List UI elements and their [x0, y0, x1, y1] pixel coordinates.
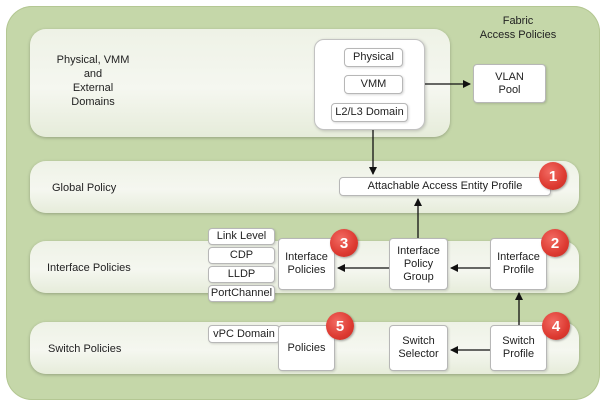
vlan-pool-line-1: VLAN [495, 70, 524, 83]
title-line-2: Access Policies [479, 29, 557, 41]
link-level-box[interactable]: Link Level [208, 228, 275, 245]
badge-3: 3 [330, 229, 358, 257]
policies-box[interactable]: Policies [278, 325, 335, 371]
switch-profile-line-2: Profile [502, 348, 535, 360]
badge-2: 2 [541, 229, 569, 257]
vlan-pool-box[interactable]: VLAN Pool [473, 64, 546, 103]
cdp-box[interactable]: CDP [208, 247, 275, 264]
ipg-line-1: Interface [397, 244, 440, 257]
switch-selector-line-2: Selector [398, 348, 439, 360]
domains-label-line-1: Physical, VMM [56, 54, 130, 66]
badge-1: 1 [539, 162, 567, 190]
switch-selector-line-1: Switch [402, 335, 435, 347]
switch-selector-box[interactable]: Switch Selector [389, 325, 448, 371]
global-policy-label: Global Policy [52, 182, 117, 194]
domains-label-line-3: External [72, 82, 114, 94]
interface-profile-line-1: Interface [497, 251, 540, 263]
ipg-line-3: Group [403, 270, 434, 283]
vlan-pool-line-2: Pool [498, 83, 521, 96]
aaep-box[interactable]: Attachable Access Entity Profile [339, 177, 551, 196]
interface-policies-box[interactable]: Interface Policies [278, 238, 335, 290]
diagram-title: Fabric Access Policies [458, 14, 578, 42]
title-line-1: Fabric [502, 15, 534, 27]
vmm-domain-box[interactable]: VMM [344, 75, 403, 94]
physical-domain-box[interactable]: Physical [344, 48, 403, 67]
interface-profile-box[interactable]: Interface Profile [490, 238, 547, 290]
l2l3-domain-box[interactable]: L2/L3 Domain [331, 103, 408, 122]
interface-policies-line-2: Policies [287, 264, 326, 276]
badge-4: 4 [542, 312, 570, 340]
lldp-box[interactable]: LLDP [208, 266, 275, 283]
switch-policies-label: Switch Policies [48, 343, 122, 355]
switch-profile-box[interactable]: Switch Profile [490, 325, 547, 371]
badge-5: 5 [326, 312, 354, 340]
domains-label-line-4: Domains [71, 96, 115, 108]
domains-band-label: Physical, VMM and External Domains [48, 53, 138, 109]
interface-profile-line-2: Profile [502, 264, 535, 276]
interface-policy-group-box[interactable]: Interface Policy Group [389, 238, 448, 290]
portchannel-box[interactable]: PortChannel [208, 285, 275, 302]
ipg-line-2: Policy [403, 257, 434, 270]
domains-label-line-2: and [83, 68, 103, 80]
vpc-domain-box[interactable]: vPC Domain [208, 325, 280, 343]
interface-policies-line-1: Interface [285, 251, 328, 263]
interface-policies-label: Interface Policies [47, 262, 131, 274]
switch-profile-line-1: Switch [502, 335, 535, 347]
